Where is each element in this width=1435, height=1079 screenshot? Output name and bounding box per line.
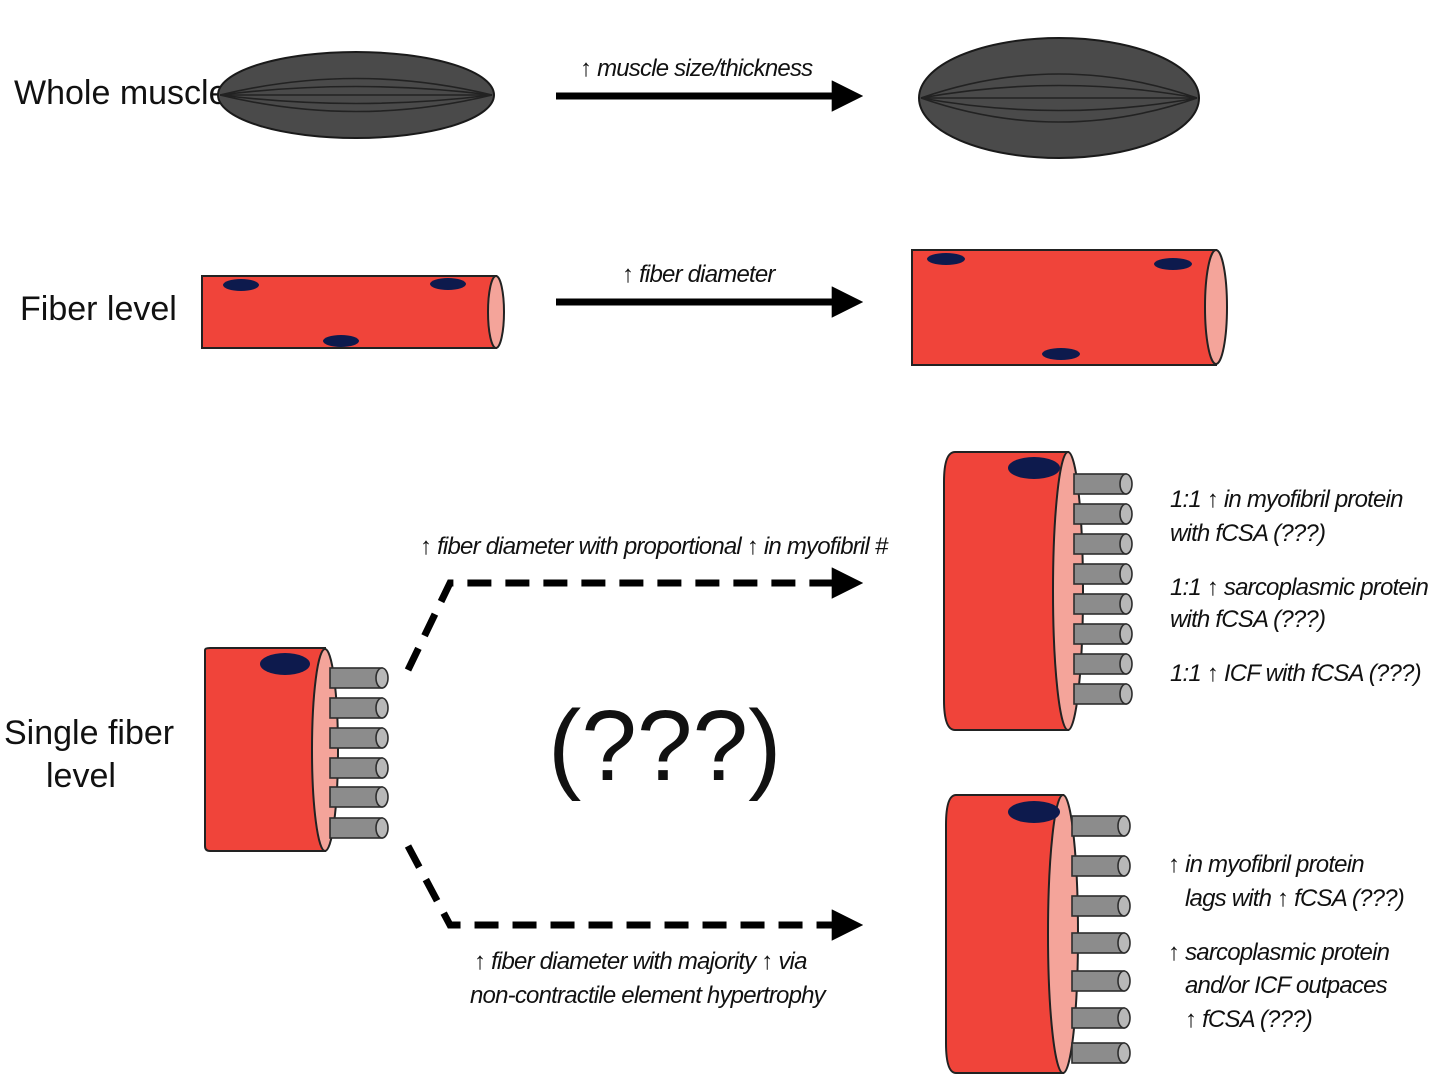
nucleus xyxy=(260,653,310,675)
myofibril xyxy=(1071,855,1131,877)
myofibril xyxy=(1071,1007,1131,1029)
lower-note-4: and/or ICF outpaces xyxy=(1185,972,1388,999)
myofibril xyxy=(1073,683,1133,705)
myofibril xyxy=(1073,623,1133,645)
myofibril xyxy=(329,727,389,749)
myofibril xyxy=(329,786,389,808)
row-label-fiber-level: Fiber level xyxy=(20,290,177,328)
upper-note-5: 1:1 ↑ ICF with fCSA (???) xyxy=(1170,660,1421,687)
myofibril xyxy=(1073,563,1133,585)
myofibril xyxy=(1071,815,1131,837)
nucleus xyxy=(1154,258,1192,270)
nucleus xyxy=(430,278,466,290)
nucleus xyxy=(223,279,259,291)
nucleus xyxy=(1008,457,1060,479)
myofibril xyxy=(329,697,389,719)
arrow-lower-branch-label-line2: non-contractile element hypertrophy xyxy=(470,982,828,1009)
fiber-small xyxy=(201,275,505,349)
row-label-whole-muscle: Whole muscle xyxy=(14,74,228,112)
arrow-muscle-label: ↑ muscle size/thickness xyxy=(580,55,813,82)
myofibril xyxy=(329,757,389,779)
question-marks: (???) xyxy=(548,690,781,802)
myofibril xyxy=(1071,970,1131,992)
row-label-single-fiber-line1: Single fiber xyxy=(4,714,174,752)
upper-note-1: 1:1 ↑ in myofibril protein xyxy=(1170,486,1403,513)
arrow-fiber-label: ↑ fiber diameter xyxy=(622,261,776,288)
row-label-single-fiber-line2: level xyxy=(46,757,116,795)
nucleus xyxy=(1008,801,1060,823)
myofibril xyxy=(1071,932,1131,954)
whole-muscle-small xyxy=(217,51,495,139)
single-fiber-small xyxy=(204,647,389,852)
nucleus xyxy=(1042,348,1080,360)
arrow-upper-branch-label: ↑ fiber diameter with proportional ↑ in … xyxy=(420,533,889,560)
arrow-lower-branch xyxy=(404,844,864,941)
myofibril xyxy=(1071,1042,1131,1064)
nucleus xyxy=(927,253,965,265)
lower-note-2: lags with ↑ fCSA (???) xyxy=(1185,885,1404,912)
upper-note-3: 1:1 ↑ sarcoplasmic protein xyxy=(1170,574,1428,601)
lower-note-5: ↑ fCSA (???) xyxy=(1185,1006,1312,1033)
myofibril xyxy=(1073,653,1133,675)
myofibril xyxy=(1073,593,1133,615)
nucleus xyxy=(323,335,359,347)
upper-note-4: with fCSA (???) xyxy=(1170,606,1325,633)
myofibril xyxy=(1073,533,1133,555)
whole-muscle-large xyxy=(918,37,1200,159)
myofibril xyxy=(1071,895,1131,917)
myofibril xyxy=(1073,473,1133,495)
single-fiber-lower xyxy=(945,794,1131,1074)
upper-note-2: with fCSA (???) xyxy=(1170,520,1325,547)
myofibril xyxy=(329,667,389,689)
single-fiber-upper xyxy=(943,451,1133,731)
lower-note-3: ↑ sarcoplasmic protein xyxy=(1168,939,1390,966)
fiber-large xyxy=(911,249,1228,366)
myofibril xyxy=(329,817,389,839)
arrow-upper-branch xyxy=(404,567,864,672)
arrow-lower-branch-label-line1: ↑ fiber diameter with majority ↑ via xyxy=(474,948,807,975)
myofibril xyxy=(1073,503,1133,525)
lower-note-1: ↑ in myofibril protein xyxy=(1168,851,1364,878)
